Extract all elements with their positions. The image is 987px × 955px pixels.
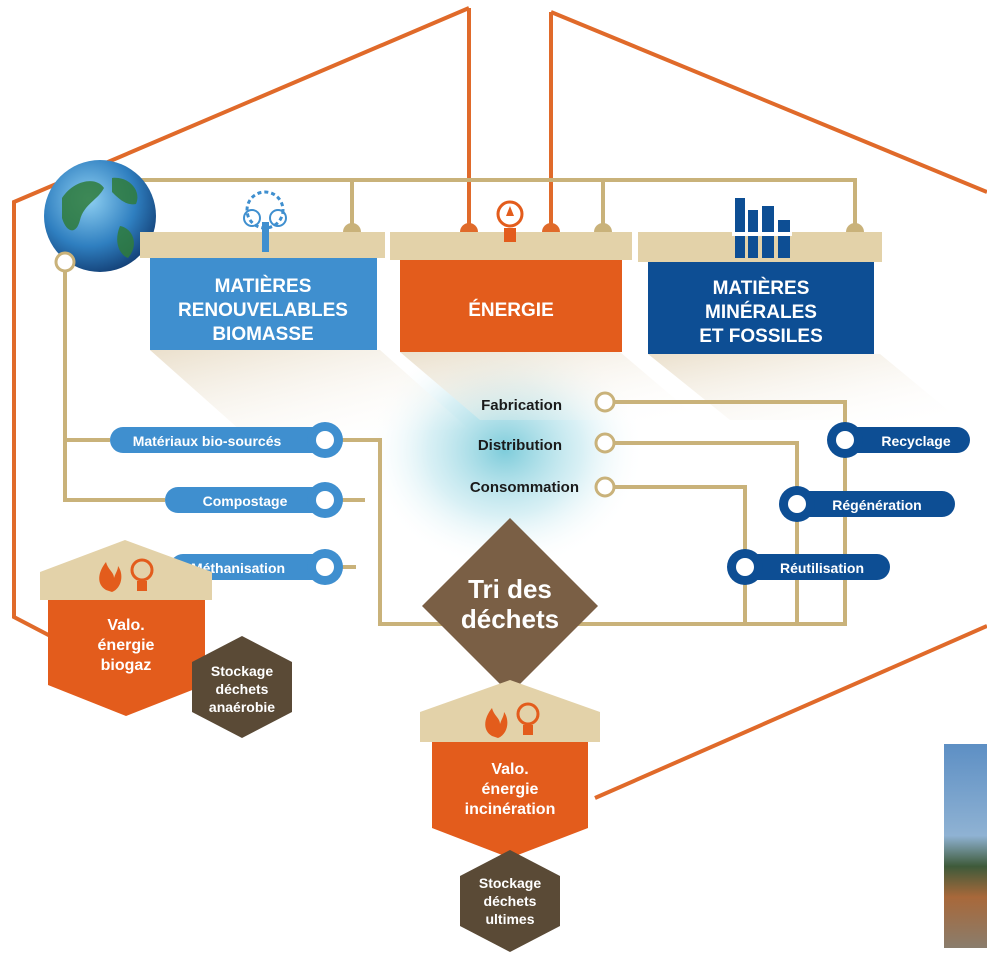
valo-incineration: Valo. énergie incinération <box>420 680 600 858</box>
valo-incineration-line-2: énergie <box>482 781 539 798</box>
lightbulb-icon <box>496 200 524 242</box>
stockage-anaerobie: Stockage déchets anaérobie <box>192 636 292 738</box>
mineral-line-1: MATIÈRES <box>713 277 810 299</box>
roof-shadow-1 <box>150 350 470 430</box>
flow-bio: Matériaux bio-sourcés <box>110 422 343 458</box>
valo-incineration-line-1: Valo. <box>491 761 528 778</box>
tri-line-1: Tri des <box>468 574 552 604</box>
tri-dechets: Tri des déchets <box>422 518 598 694</box>
mineral-line-2: MINÉRALES <box>705 301 817 323</box>
photo-fragment <box>944 744 987 948</box>
fabrication-label: Fabrication <box>481 397 562 414</box>
valo-biogaz-line-1: Valo. <box>107 617 144 634</box>
lightbulb-icon <box>516 702 540 735</box>
stockage-anaerobie-line-1: Stockage <box>211 663 273 679</box>
hexagon-outline-bottom <box>594 624 987 800</box>
renewable-box: MATIÈRES RENOUVELABLES BIOMASSE <box>140 232 385 350</box>
flow-metha-label: Méthanisation <box>191 560 285 576</box>
lightbulb-icon <box>130 558 154 591</box>
flow-reutilisation: Réutilisation <box>727 549 890 585</box>
tree-icon <box>243 190 287 252</box>
stockage-anaerobie-line-3: anaérobie <box>209 699 275 715</box>
flame-icon <box>485 708 508 738</box>
stockage-ultimes: Stockage déchets ultimes <box>460 850 560 952</box>
hexagon-outline <box>12 6 470 642</box>
tri-line-2: déchets <box>461 604 559 634</box>
valo-biogaz: Valo. énergie biogaz <box>40 540 212 716</box>
stockage-ultimes-line-1: Stockage <box>479 875 541 891</box>
flow-recyclage-label: Recyclage <box>881 433 950 449</box>
flow-regeneration-label: Régénération <box>832 497 921 513</box>
factory-icon <box>732 198 792 258</box>
stockage-anaerobie-line-2: déchets <box>216 681 269 697</box>
flame-icon <box>99 562 122 592</box>
flow-compost: Compostage <box>165 482 343 518</box>
globe-icon <box>44 160 156 273</box>
valo-biogaz-line-2: énergie <box>98 637 155 654</box>
stockage-ultimes-line-2: déchets <box>484 893 537 909</box>
renewable-line-1: MATIÈRES <box>215 275 312 297</box>
mineral-box: MATIÈRES MINÉRALES ET FOSSILES <box>638 232 882 354</box>
mineral-line-3: ET FOSSILES <box>699 326 823 347</box>
flow-bio-label: Matériaux bio-sourcés <box>133 433 282 449</box>
roof-shadow-3 <box>648 354 960 420</box>
renewable-line-3: BIOMASSE <box>212 324 313 345</box>
energy-box: ÉNERGIE <box>390 232 632 352</box>
flow-recyclage: Recyclage <box>827 422 970 458</box>
lifecycle: Fabrication Distribution Consommation <box>470 391 616 498</box>
valo-incineration-line-3: incinération <box>465 801 556 818</box>
stockage-ultimes-line-3: ultimes <box>485 911 534 927</box>
flow-compost-label: Compostage <box>203 493 288 509</box>
renewable-line-2: RENOUVELABLES <box>178 300 348 321</box>
valo-biogaz-line-3: biogaz <box>101 657 152 674</box>
energy-label: ÉNERGIE <box>468 299 554 321</box>
consommation-label: Consommation <box>470 479 579 496</box>
distribution-label: Distribution <box>478 437 562 454</box>
flow-regeneration: Régénération <box>779 486 955 522</box>
flow-reutilisation-label: Réutilisation <box>780 560 864 576</box>
hexagon-outline-right <box>550 10 987 194</box>
